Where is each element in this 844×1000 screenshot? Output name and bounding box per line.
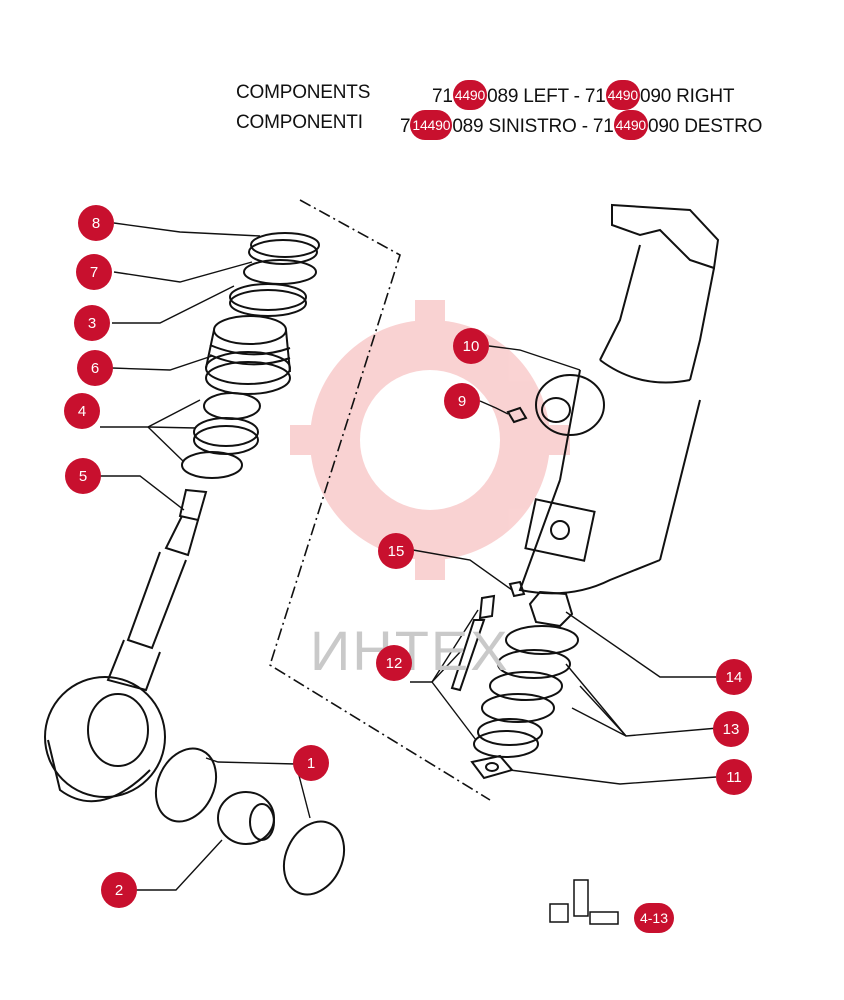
watermark-text: ИНТЕХ: [310, 619, 510, 682]
ring-8: [250, 232, 320, 258]
callout-3[interactable]: 3: [74, 305, 110, 341]
code-prefix-2: 7: [400, 116, 411, 137]
washer-11: [470, 754, 514, 780]
callout-7[interactable]: 7: [76, 254, 112, 290]
bearing-4b: [193, 417, 259, 447]
callout-8[interactable]: 8: [78, 205, 114, 241]
components-label: COMPONENTS: [236, 82, 371, 103]
nut-6: [213, 315, 287, 345]
ring-3: [229, 283, 307, 311]
pin-15: [508, 580, 526, 598]
leader-lines: [100, 222, 719, 891]
callout-15[interactable]: 15: [378, 533, 414, 569]
callout-14[interactable]: 14: [716, 659, 752, 695]
callout-9[interactable]: 9: [444, 383, 480, 419]
shaft-5: [44, 488, 208, 803]
callout-2[interactable]: 2: [101, 872, 137, 908]
ball-joint-2: [217, 791, 275, 845]
callout-10[interactable]: 10: [453, 328, 489, 364]
callout-1[interactable]: 1: [293, 745, 329, 781]
cylinder-10: [518, 203, 720, 595]
page-ref-badge[interactable]: 4-13: [634, 903, 674, 933]
callout-6[interactable]: 6: [77, 350, 113, 386]
pin-12a: [478, 594, 496, 620]
code-badge-right-2: 4490: [613, 110, 649, 140]
pin-12b: [450, 619, 486, 692]
code-badge-left: 4490: [452, 80, 488, 110]
ring-stack: [181, 232, 320, 479]
componenti-label: COMPONENTI: [236, 112, 363, 133]
snap-ring-1b: [282, 820, 346, 896]
bearing-4a: [203, 392, 261, 420]
header-line-1: COMPONENTS: [236, 82, 370, 104]
code-prefix: 71: [432, 86, 453, 107]
kit-thumbnail-icon: [549, 879, 619, 925]
spring-washers-13: [473, 625, 579, 758]
code-suffix-2: 089 SINISTRO - 71: [452, 116, 614, 137]
snap-ring-1a: [154, 747, 218, 823]
code-badge-left-2: 14490: [410, 110, 453, 140]
callout-4[interactable]: 4: [64, 393, 100, 429]
bearing-4c: [181, 451, 243, 479]
callout-5[interactable]: 5: [65, 458, 101, 494]
nut-14: [528, 590, 574, 628]
callout-12[interactable]: 12: [376, 645, 412, 681]
callout-11[interactable]: 11: [716, 759, 752, 795]
code-suffix: 089 LEFT - 71: [487, 86, 606, 107]
code-badge-right: 4490: [605, 80, 640, 110]
grease-fitting-9: [506, 406, 528, 424]
callout-13[interactable]: 13: [713, 711, 749, 747]
code-suffix-right-2: 090 DESTRO: [648, 116, 763, 137]
code-suffix-right: 090 RIGHT: [639, 86, 735, 107]
header-line-2: COMPONENTI: [236, 112, 363, 134]
